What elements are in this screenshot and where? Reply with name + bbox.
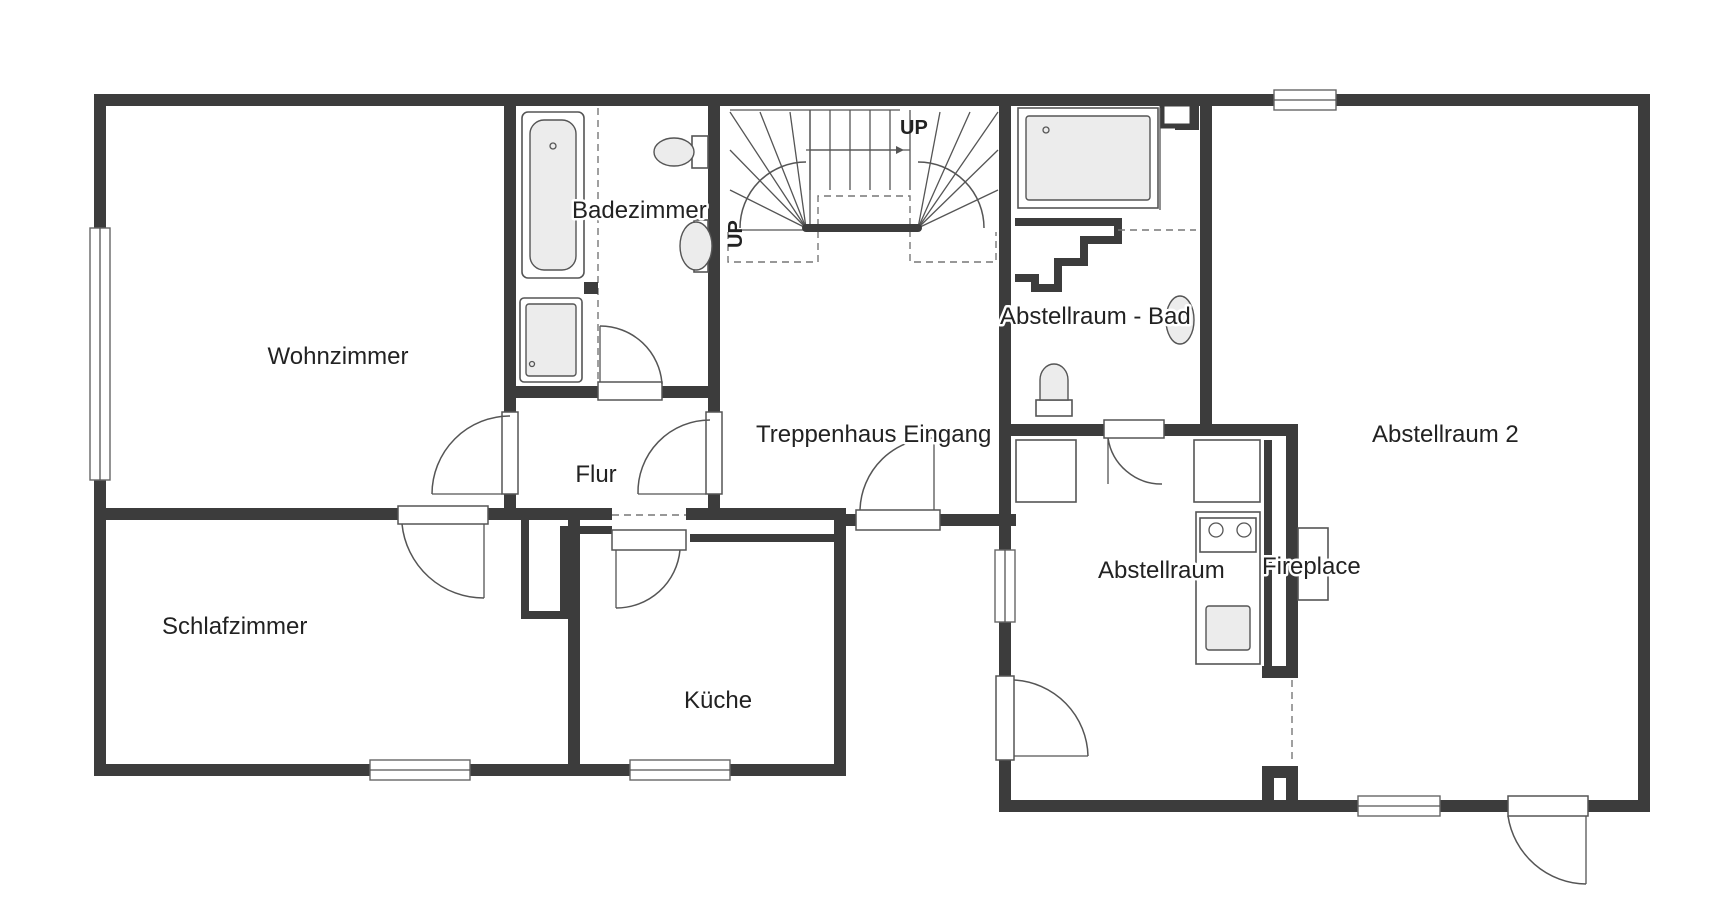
abstellraum-fixtures: [1015, 439, 1329, 665]
door-arc-flur-stair: [637, 419, 711, 495]
wall-stepped: [1015, 218, 1122, 292]
door-leaf-flur-stair: [705, 411, 723, 495]
shower-drain-storage-icon: [1042, 126, 1050, 134]
stair-up-label-side: UP: [725, 220, 747, 248]
stair-arc-left: [739, 161, 807, 229]
stair-arc-right: [917, 161, 985, 229]
bathtub-drain-icon: [549, 142, 557, 150]
door-leaf-bad: [597, 381, 663, 401]
cabinet-unit: [1015, 439, 1077, 503]
storage-bath-fixtures: [1017, 107, 1196, 417]
shower-basin-storage: [1025, 115, 1151, 201]
door-arc-schlaf: [401, 523, 485, 599]
door-arc-entrance: [859, 437, 935, 511]
door-arc-wohn: [431, 415, 511, 495]
label-treppenhaus: Treppenhaus Eingang: [756, 421, 991, 448]
bath-partition-post: [584, 282, 598, 294]
door-leaf-abstell2-exterior: [1507, 795, 1589, 817]
label-wohnzimmer: Wohnzimmer: [268, 343, 409, 370]
appliance-unit: [1193, 439, 1261, 503]
label-kueche: Küche: [684, 687, 752, 714]
stair-newel-left: [802, 224, 810, 232]
fireplace-hearth: [1297, 527, 1329, 601]
wall-pillar-box: [1159, 101, 1195, 129]
bathtub-basin: [529, 119, 577, 271]
stair-winders-left: [729, 111, 807, 229]
stair-winders-right: [917, 111, 999, 229]
stove-burner-icon: [1236, 522, 1252, 538]
door-leaf-entrance: [855, 509, 941, 531]
toilet-storage-icon: [1039, 363, 1069, 401]
door-leaf-kueche: [611, 529, 687, 551]
door-arc-kueche: [615, 549, 681, 609]
wall-niche: [521, 520, 612, 619]
toilet-bowl-icon: [653, 137, 695, 167]
shower-basin: [525, 303, 577, 377]
door-arc-abstell-west: [1013, 679, 1089, 757]
bathroom-fixtures: [519, 108, 713, 383]
windows: [89, 89, 1441, 817]
shower-drain-icon: [528, 360, 536, 368]
label-fireplace: Fireplace: [1262, 553, 1361, 580]
walls: [94, 94, 1650, 812]
stove-top: [1199, 517, 1257, 553]
room-labels: Wohnzimmer Badezimmer Flur Treppenhaus E…: [160, 195, 1522, 717]
stove-burner-icon: [1208, 522, 1224, 538]
staircase: UP UP: [725, 109, 999, 263]
doors: [397, 325, 1589, 885]
stair-newel-right: [914, 224, 922, 232]
door-leaf-abstell-bad: [1103, 419, 1165, 439]
stair-up-label-top: UP: [900, 117, 928, 139]
door-leaf-wohn: [501, 411, 519, 495]
stair-arrow-head-icon: [896, 146, 904, 154]
label-badezimmer: Badezimmer: [572, 197, 707, 224]
label-abstellraum2: Abstellraum 2: [1372, 421, 1519, 448]
door-leaf-abstell-west: [995, 675, 1015, 761]
sink-storage-icon: [1165, 295, 1195, 345]
label-flur: Flur: [575, 461, 616, 488]
label-schlafzimmer: Schlafzimmer: [162, 613, 307, 640]
label-abstellraum-bad: Abstellraum - Bad: [1000, 303, 1191, 330]
door-arc-bad: [599, 325, 663, 385]
wall-stub: [1262, 766, 1298, 812]
label-abstellraum: Abstellraum: [1098, 557, 1225, 584]
toilet-storage-tank: [1035, 399, 1073, 417]
stair-below-outline: [727, 195, 997, 263]
sink-icon: [679, 221, 713, 271]
door-leaf-schlaf: [397, 505, 489, 525]
door-arc-abstell2-exterior: [1507, 815, 1587, 885]
kitchen-sink-icon: [1205, 605, 1251, 651]
door-arc-abstell-bad: [1107, 437, 1163, 485]
